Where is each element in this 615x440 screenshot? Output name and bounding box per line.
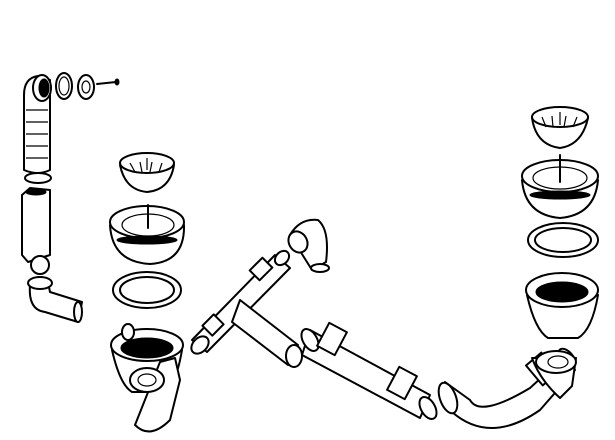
overflow-cover-plate [77, 74, 95, 100]
elbow-fitting [287, 218, 330, 273]
left-gasket-ring [112, 271, 182, 309]
right-drain-connector [531, 350, 577, 399]
left-strainer-basket [119, 152, 175, 193]
overflow-screw [96, 78, 120, 86]
extension-pipe [300, 321, 438, 420]
overflow-oval-seal [24, 172, 52, 184]
t-pipe-fitting [190, 249, 303, 368]
right-sink-flange [521, 154, 599, 219]
left-sink-flange [109, 204, 186, 265]
right-strainer-basket [531, 106, 589, 149]
overflow-ribbed-tube [23, 74, 52, 174]
right-drain-bowl [525, 272, 599, 339]
right-gasket-ring [527, 222, 599, 258]
overflow-rect-tube [21, 187, 51, 275]
left-drain-connector [129, 357, 181, 433]
overflow-elbow [27, 276, 83, 323]
